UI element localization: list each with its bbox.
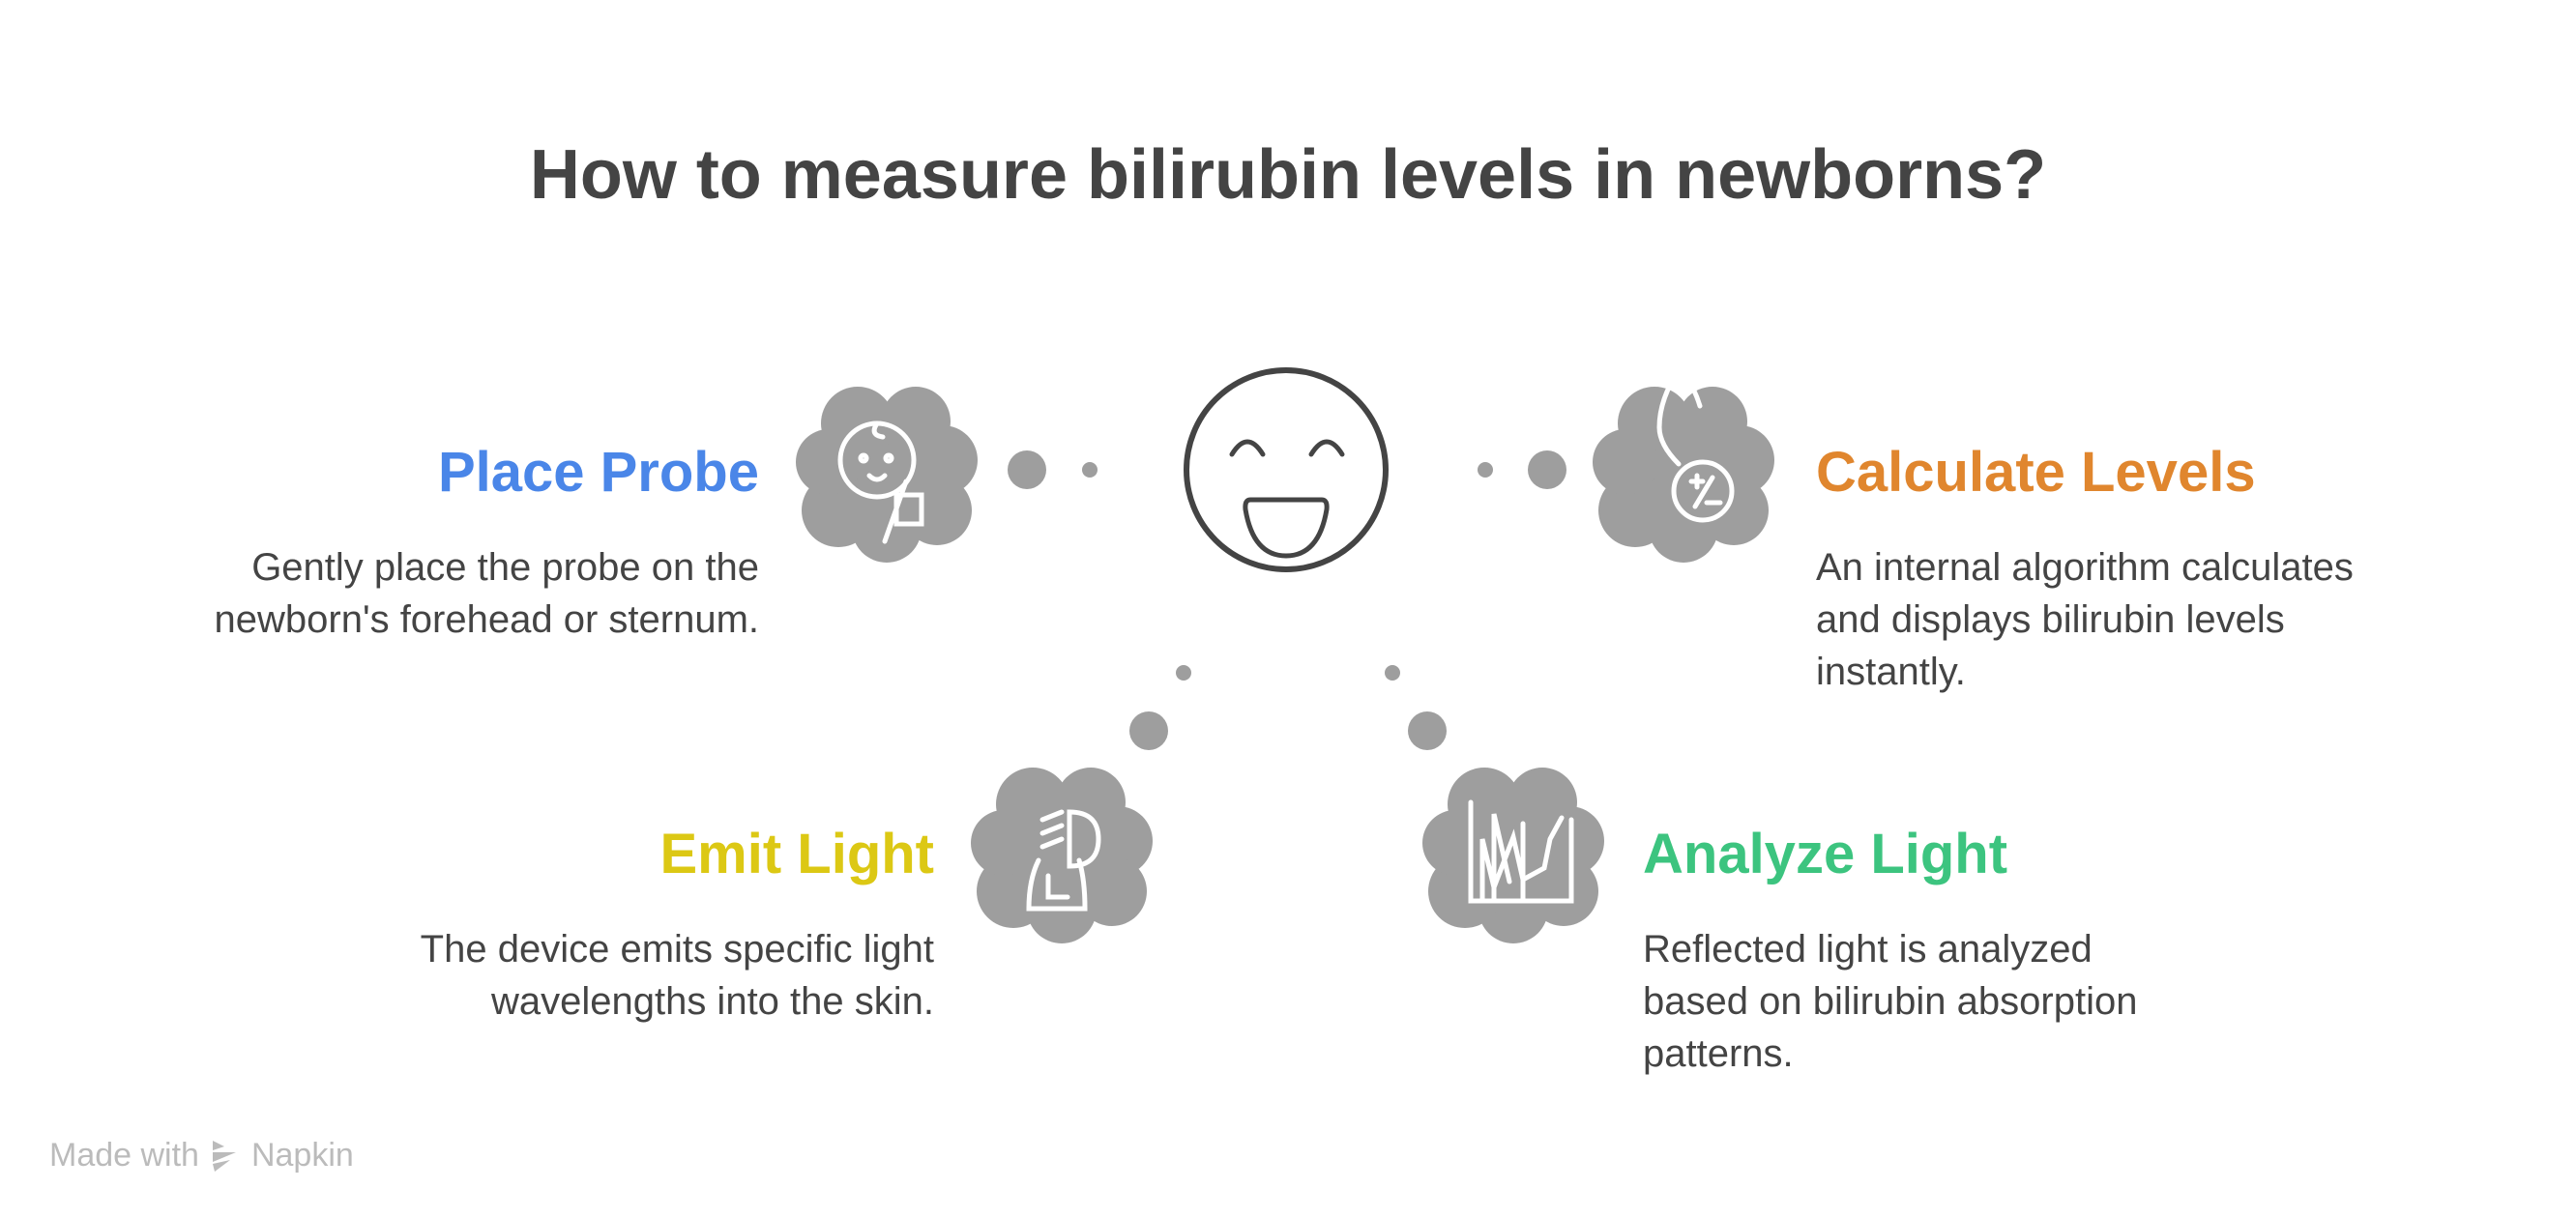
step-calculate-levels: Calculate Levels An internal algorithm c…	[1816, 440, 2354, 698]
napkin-logo-icon	[212, 1140, 236, 1172]
page-title: How to measure bilirubin levels in newbo…	[529, 136, 2047, 214]
description-line: patterns.	[1643, 1032, 1794, 1075]
connector-dot	[1129, 711, 1168, 750]
step-title: Calculate Levels	[1816, 441, 2256, 504]
step-description: Reflected light is analyzed based on bil…	[1643, 923, 2137, 1080]
step-title: Analyze Light	[1643, 823, 2008, 885]
step-title: Place Probe	[437, 441, 759, 504]
baby-probe-icon	[796, 387, 978, 563]
description-line: The device emits specific light	[420, 928, 934, 971]
description-line: wavelengths into the skin.	[490, 980, 934, 1023]
napkin-brand-text: Napkin	[250, 1137, 354, 1174]
step-description: An internal algorithm calculates and dis…	[1816, 541, 2354, 698]
step-description: The device emits specific light waveleng…	[421, 923, 934, 1028]
connector-dot	[1528, 450, 1566, 489]
description-line: newborn's forehead or sternum.	[214, 598, 760, 641]
connector-dot	[1478, 462, 1493, 478]
light-beam-icon	[971, 768, 1153, 943]
napkin-watermark: Made with Napkin	[49, 1137, 354, 1174]
description-line: Gently place the probe on the	[251, 546, 759, 589]
connector-dot	[1176, 665, 1191, 681]
connector-dot	[1082, 462, 1098, 478]
step-title: Emit Light	[659, 823, 934, 885]
connector-dot	[1385, 665, 1400, 681]
description-line: and displays bilirubin levels	[1816, 598, 2285, 641]
description-line: based on bilirubin absorption	[1643, 980, 2138, 1023]
description-line: Reflected light is analyzed	[1643, 928, 2093, 971]
step-place-probe: Place Probe Gently place the probe on th…	[215, 440, 760, 646]
drop-plus-minus-icon	[1593, 362, 1774, 563]
description-line: instantly.	[1816, 651, 1966, 693]
made-with-text: Made with	[49, 1137, 199, 1174]
connector-dot	[1408, 711, 1447, 750]
step-analyze-light: Analyze Light Reflected light is analyze…	[1643, 822, 2137, 1080]
connector-dot	[1008, 450, 1046, 489]
description-line: An internal algorithm calculates	[1816, 546, 2354, 589]
chart-analysis-icon	[1422, 768, 1604, 943]
smiling-face-icon	[1184, 367, 1389, 572]
step-emit-light: Emit Light The device emits specific lig…	[421, 822, 934, 1028]
step-description: Gently place the probe on the newborn's …	[215, 541, 760, 646]
